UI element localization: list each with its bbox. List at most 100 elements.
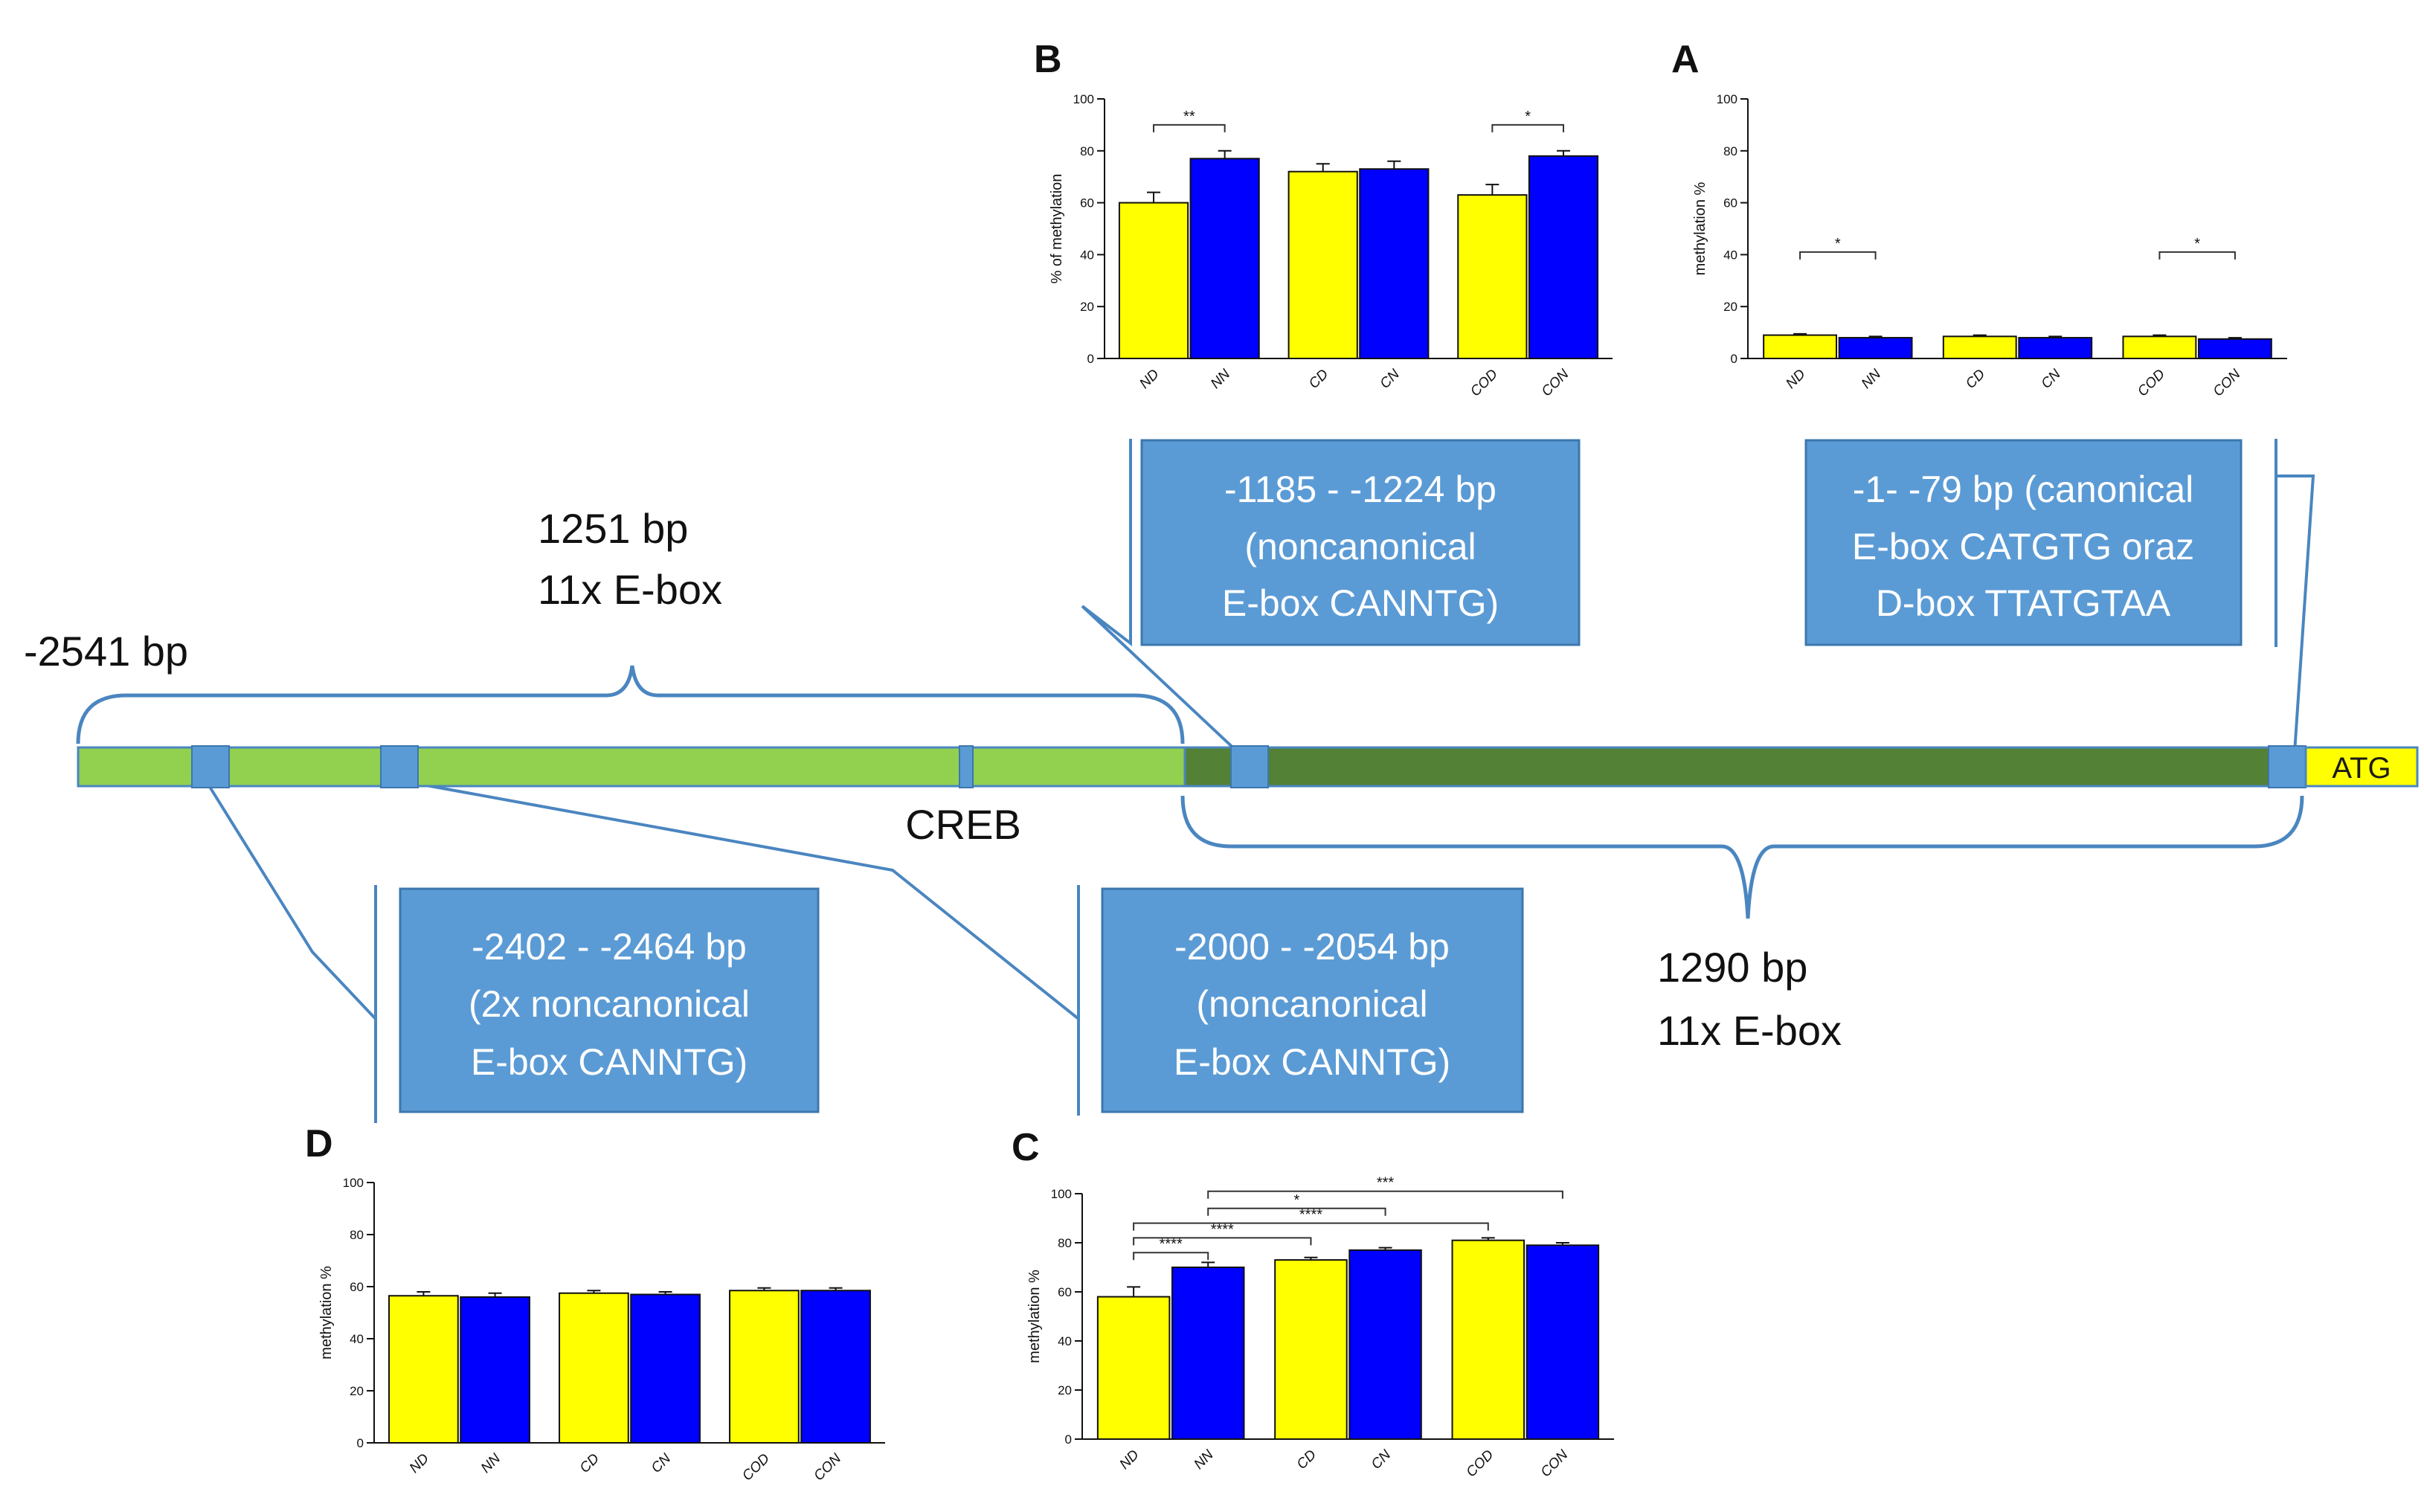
panel-letter-b: B — [1034, 38, 1062, 81]
y-tick-label: 100 — [1717, 92, 1737, 106]
region-box-d: -2402 - -2464 bp (2x noncanonical E-box … — [399, 887, 820, 1113]
category-label: CD — [1306, 366, 1331, 391]
category-label: COD — [1467, 366, 1501, 399]
bar-con — [2197, 338, 2272, 360]
region-box-b-line1: -1185 - -1224 bp — [1224, 469, 1496, 510]
category-label: COD — [1464, 1447, 1497, 1480]
ebox-site-2402 — [191, 745, 230, 788]
significance-bracket — [1207, 1207, 1386, 1216]
panel-letter-a: A — [1671, 38, 1700, 81]
category-label: CON — [1538, 1447, 1572, 1480]
y-tick-label: 60 — [350, 1280, 364, 1294]
bar-cd — [1274, 1259, 1348, 1440]
y-tick-label: 0 — [357, 1436, 364, 1450]
significance-label: *** — [1377, 1175, 1395, 1191]
significance-bracket — [1133, 1237, 1312, 1246]
y-tick-label: 20 — [350, 1384, 364, 1398]
y-tick-label: 80 — [1723, 144, 1737, 158]
bar-cod — [1451, 1239, 1526, 1440]
region-box-d-line3: E-box CANNTG) — [471, 1041, 748, 1083]
region-box-c-line3: E-box CANNTG) — [1174, 1041, 1450, 1083]
bar-nn — [460, 1296, 530, 1444]
connector-d — [208, 785, 377, 1123]
creb-label: CREB — [905, 801, 1021, 848]
category-label: CON — [1539, 366, 1572, 399]
start-label: -2541 bp — [24, 628, 188, 675]
connector-lines — [208, 439, 2315, 1123]
creb-site — [959, 745, 974, 788]
category-label: ND — [407, 1450, 432, 1476]
category-label: CD — [1294, 1447, 1319, 1472]
region-box-c-line1: -2000 - -2054 bp — [1174, 926, 1450, 968]
region-box-d-line2: (2x noncanonical — [469, 983, 750, 1025]
region-box-c: -2000 - -2054 bp (noncanonical E-box CAN… — [1101, 887, 1524, 1113]
bar-nn — [1838, 337, 1913, 359]
bar-cod — [1457, 194, 1528, 359]
y-tick-label: 20 — [1080, 300, 1094, 314]
y-tick-label: 0 — [1065, 1432, 1072, 1447]
bar-cd — [1942, 335, 2017, 359]
downstream-brace — [1180, 795, 2304, 919]
bar-cn — [630, 1293, 701, 1444]
panel-letter-c: C — [1012, 1126, 1040, 1169]
upstream-length-label: 1251 bp — [538, 505, 688, 552]
bar-con — [1526, 1244, 1600, 1441]
bar-cod — [729, 1290, 800, 1444]
category-label: CON — [811, 1450, 844, 1484]
y-tick-label: 40 — [1058, 1334, 1072, 1348]
y-tick-label: 100 — [343, 1176, 364, 1190]
y-tick-label: 60 — [1058, 1285, 1072, 1299]
y-tick-label: 20 — [1723, 300, 1737, 314]
category-label: CD — [577, 1450, 602, 1476]
y-tick-label: 60 — [1080, 196, 1094, 210]
region-box-b-line3: E-box CANNTG) — [1222, 582, 1499, 624]
significance-label: * — [1835, 236, 1841, 252]
y-tick-label: 0 — [1731, 352, 1737, 366]
region-box-c-line2: (noncanonical — [1196, 983, 1427, 1025]
ebox-site-1 — [2268, 745, 2306, 788]
y-tick-label: 20 — [1058, 1383, 1072, 1397]
bar-nn — [1189, 158, 1260, 360]
category-label: CN — [649, 1450, 674, 1476]
category-label: CON — [2211, 366, 2244, 399]
category-label: CD — [1963, 366, 1988, 391]
bar-nd — [1096, 1296, 1171, 1440]
significance-bracket — [1133, 1222, 1489, 1231]
downstream-region — [1183, 746, 2304, 788]
upstream-ebox-label: 11x E-box — [538, 566, 722, 613]
bar-cod — [2122, 335, 2197, 359]
significance-label: * — [1525, 109, 1531, 125]
promoter-bar: ATG — [77, 745, 2419, 788]
region-box-a-line3: D-box TTATGTAA — [1876, 582, 2171, 624]
bar-cd — [559, 1292, 629, 1444]
y-axis-label: methylation % — [1026, 1270, 1043, 1363]
y-tick-label: 0 — [1087, 352, 1094, 366]
upstream-region — [77, 746, 1186, 788]
category-label: NN — [1859, 366, 1884, 391]
bar-nd — [1118, 202, 1189, 359]
bar-cn — [1359, 168, 1430, 359]
region-box-b: -1185 - -1224 bp (noncanonical E-box CAN… — [1140, 439, 1581, 646]
significance-bracket — [1207, 1190, 1563, 1199]
bar-con — [800, 1290, 871, 1444]
category-label: ND — [1116, 1447, 1142, 1472]
category-label: NN — [1191, 1447, 1216, 1472]
category-label: CN — [2039, 366, 2064, 391]
significance-bracket — [1133, 1252, 1209, 1261]
y-tick-label: 40 — [1080, 248, 1094, 262]
region-box-a-line2: E-box CATGTG oraz — [1852, 526, 2194, 567]
bar-con — [1528, 155, 1599, 359]
significance-label: **** — [1211, 1221, 1234, 1238]
region-box-a-line1: -1- -79 bp (canonical — [1853, 469, 2194, 510]
atg-box — [2304, 746, 2419, 788]
connector-a-bracket — [2276, 474, 2315, 753]
panel-letter-d: D — [305, 1122, 333, 1165]
significance-label: * — [2194, 236, 2200, 252]
category-label: CN — [1369, 1447, 1394, 1472]
category-label: COD — [739, 1450, 773, 1484]
y-tick-label: 100 — [1073, 92, 1094, 106]
